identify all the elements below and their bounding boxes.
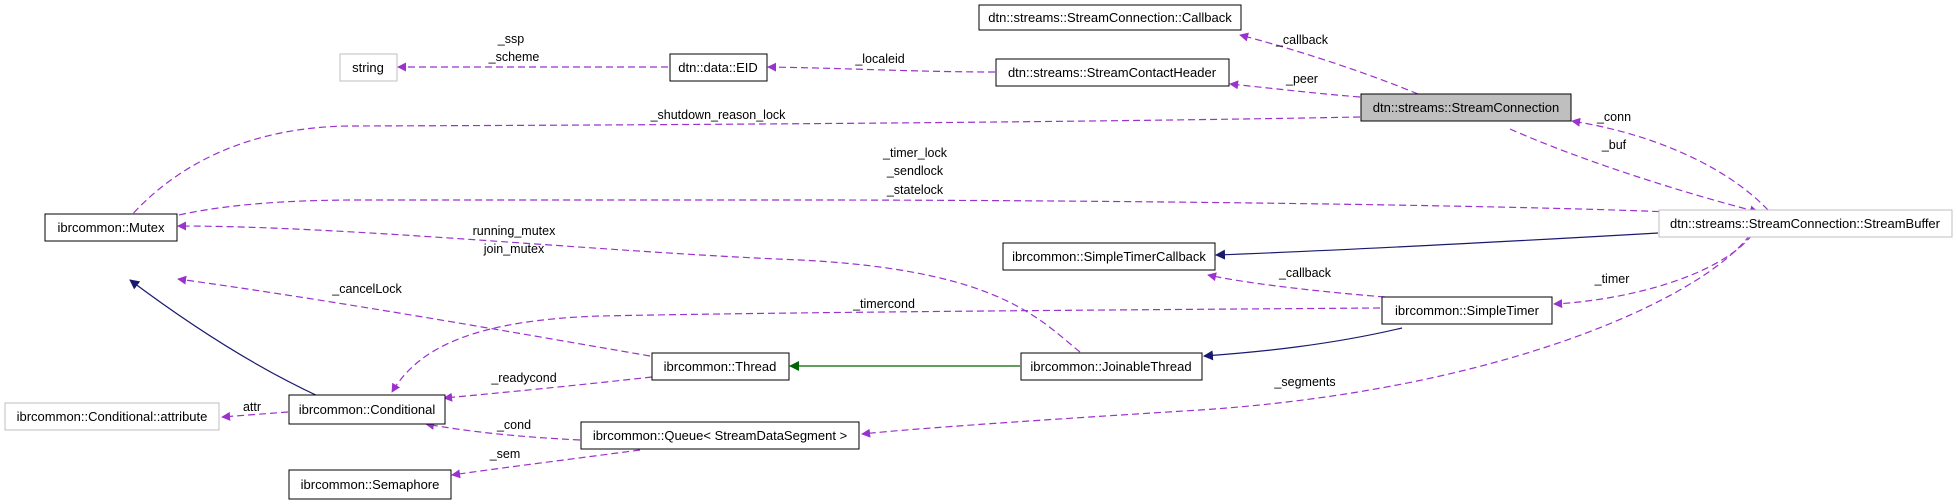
node-label: dtn::streams::StreamContactHeader xyxy=(1008,65,1217,80)
edge-buffer-simpletimer xyxy=(1553,234,1753,309)
edge-label-scheme: _scheme xyxy=(488,50,540,64)
node-eid[interactable]: dtn::data::EID xyxy=(669,53,768,82)
edge-conditional-mutex xyxy=(129,279,321,398)
edge-label-timer-lock: _timer_lock xyxy=(882,146,948,160)
node-queue[interactable]: ibrcommon::Queue< StreamDataSegment > xyxy=(580,421,860,450)
node-stream-connection[interactable]: dtn::streams::StreamConnection xyxy=(1360,93,1572,122)
edge-thread-conditional xyxy=(443,376,653,402)
edge-buffer-simpletimercallback xyxy=(1215,232,1659,260)
edge-simpletimer-joinablethread xyxy=(1203,327,1403,361)
node-label: dtn::data::EID xyxy=(678,60,758,75)
edge-thread-mutex xyxy=(177,275,651,357)
edge-queue-conditional xyxy=(425,421,581,441)
node-label: string xyxy=(352,60,384,75)
edge-buffer-queue xyxy=(861,234,1751,438)
edge-label-buf: _buf xyxy=(1601,138,1627,152)
node-stream-buffer[interactable]: dtn::streams::StreamConnection::StreamBu… xyxy=(1658,209,1953,238)
edge-label-segments: _segments xyxy=(1273,375,1335,389)
node-label: ibrcommon::Queue< StreamDataSegment > xyxy=(593,428,847,443)
edge-label-cancel-lock: _cancelLock xyxy=(331,282,402,296)
node-streamconnection-callback[interactable]: dtn::streams::StreamConnection::Callback xyxy=(978,4,1242,31)
edge-label-cond: _cond xyxy=(496,418,531,432)
edge-label-running-mutex: running_mutex xyxy=(473,224,556,238)
node-label: dtn::streams::StreamConnection::Callback xyxy=(988,10,1232,25)
node-label: dtn::streams::StreamConnection::StreamBu… xyxy=(1670,216,1941,231)
edge-connection-contactheader xyxy=(1229,80,1361,98)
edge-connection-callback xyxy=(1239,32,1419,95)
edge-label-conn: _conn xyxy=(1596,110,1631,124)
edge-label-readycond: _readycond xyxy=(490,371,556,385)
edge-label-sem: _sem xyxy=(489,447,521,461)
node-label: ibrcommon::SimpleTimerCallback xyxy=(1012,249,1206,264)
node-label: dtn::streams::StreamConnection xyxy=(1373,100,1559,115)
node-label: ibrcommon::Thread xyxy=(664,359,777,374)
node-stream-contact-header[interactable]: dtn::streams::StreamContactHeader xyxy=(995,58,1230,87)
edge-label-callback-top: _callback xyxy=(1275,33,1329,47)
node-semaphore[interactable]: ibrcommon::Semaphore xyxy=(288,469,452,500)
edge-label-peer: _peer xyxy=(1285,72,1318,86)
edge-label-timer: _timer xyxy=(1594,272,1630,286)
edge-label-callback-timer: _callback xyxy=(1278,266,1332,280)
edge-queue-semaphore xyxy=(451,449,641,479)
node-label: ibrcommon::Semaphore xyxy=(301,477,440,492)
edge-label-statelock: _statelock xyxy=(886,183,944,197)
edge-buffer-mutex xyxy=(127,199,1671,232)
edge-label-timercond: _timercond xyxy=(852,297,915,311)
node-joinable-thread[interactable]: ibrcommon::JoinableThread xyxy=(1020,352,1203,381)
node-thread[interactable]: ibrcommon::Thread xyxy=(651,352,790,381)
edge-label-sendlock: _sendlock xyxy=(886,164,944,178)
edge-label-localeid: _localeid xyxy=(854,52,904,66)
edge-label-shutdown-reason-lock: _shutdown_reason_lock xyxy=(650,108,787,122)
node-label: ibrcommon::Mutex xyxy=(58,220,165,235)
node-label: ibrcommon::Conditional xyxy=(299,402,436,417)
node-label: ibrcommon::JoinableThread xyxy=(1030,359,1191,374)
node-conditional[interactable]: ibrcommon::Conditional xyxy=(288,394,446,425)
node-label: ibrcommon::SimpleTimer xyxy=(1395,303,1540,318)
edge-label-ssp: _ssp xyxy=(497,32,524,46)
edge-buffer-connection xyxy=(1571,117,1769,211)
edge-label-attr: attr xyxy=(243,400,261,414)
node-mutex[interactable]: ibrcommon::Mutex xyxy=(44,213,178,242)
edge-conditional-attribute xyxy=(221,411,289,421)
node-simple-timer-callback[interactable]: ibrcommon::SimpleTimerCallback xyxy=(1002,242,1216,271)
edge-simpletimer-conditional xyxy=(391,307,1381,393)
edge-simpletimer-callback xyxy=(1207,272,1386,298)
edge-contactheader-eid xyxy=(767,62,996,73)
node-conditional-attribute[interactable]: ibrcommon::Conditional::attribute xyxy=(4,402,220,431)
edge-connection-mutex xyxy=(123,116,1361,225)
node-string[interactable]: string xyxy=(339,53,398,82)
edge-joinablethread-mutex xyxy=(177,221,1081,353)
node-label: ibrcommon::Conditional::attribute xyxy=(17,409,208,424)
node-simple-timer[interactable]: ibrcommon::SimpleTimer xyxy=(1381,296,1553,325)
edge-connection-buffer xyxy=(1509,128,1759,215)
edge-label-join-mutex: join_mutex xyxy=(483,242,545,256)
